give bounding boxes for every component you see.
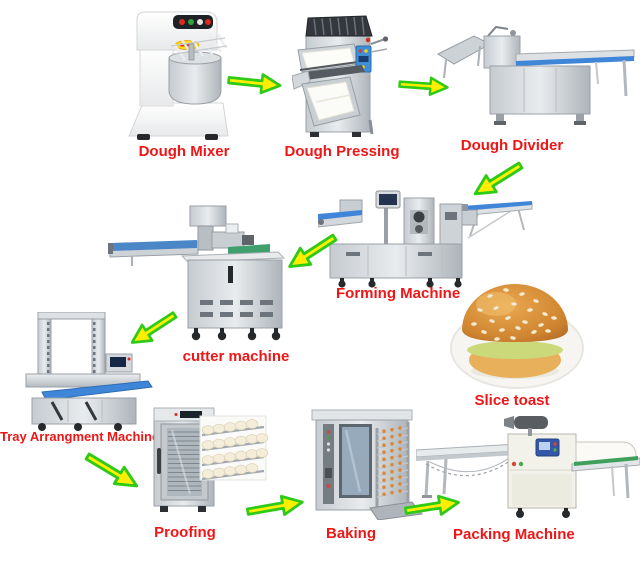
dough-divider-image bbox=[436, 25, 635, 125]
dough-pressing-label: Dough Pressing bbox=[284, 143, 400, 160]
cutter-machine-label: cutter machine bbox=[182, 348, 290, 365]
forming-machine-image bbox=[318, 190, 533, 288]
proofing-image bbox=[153, 407, 269, 512]
tray-arrangment-machine-image bbox=[25, 312, 153, 431]
baking-label: Baking bbox=[325, 525, 376, 542]
arrow-dough-mixer-to-dough-pressing bbox=[226, 69, 283, 97]
packing-machine-image bbox=[416, 416, 640, 518]
cutter-machine-image bbox=[108, 205, 286, 341]
tray-arrangment-machine-label: Tray Arrangment Machine bbox=[0, 429, 160, 444]
packing-machine-label: Packing Machine bbox=[453, 526, 575, 543]
arrow-tray-arrangment-machine-to-proofing bbox=[81, 446, 144, 496]
slice-toast-image bbox=[450, 284, 584, 389]
slice-toast-label: Slice toast bbox=[474, 392, 550, 409]
dough-mixer-label: Dough Mixer bbox=[138, 143, 230, 160]
proofing-label: Proofing bbox=[154, 524, 216, 541]
forming-machine-label: Forming Machine bbox=[336, 285, 461, 302]
dough-mixer-image bbox=[128, 11, 229, 140]
baking-image bbox=[311, 409, 423, 520]
dough-pressing-image bbox=[292, 15, 389, 137]
dough-divider-label: Dough Divider bbox=[460, 137, 564, 154]
